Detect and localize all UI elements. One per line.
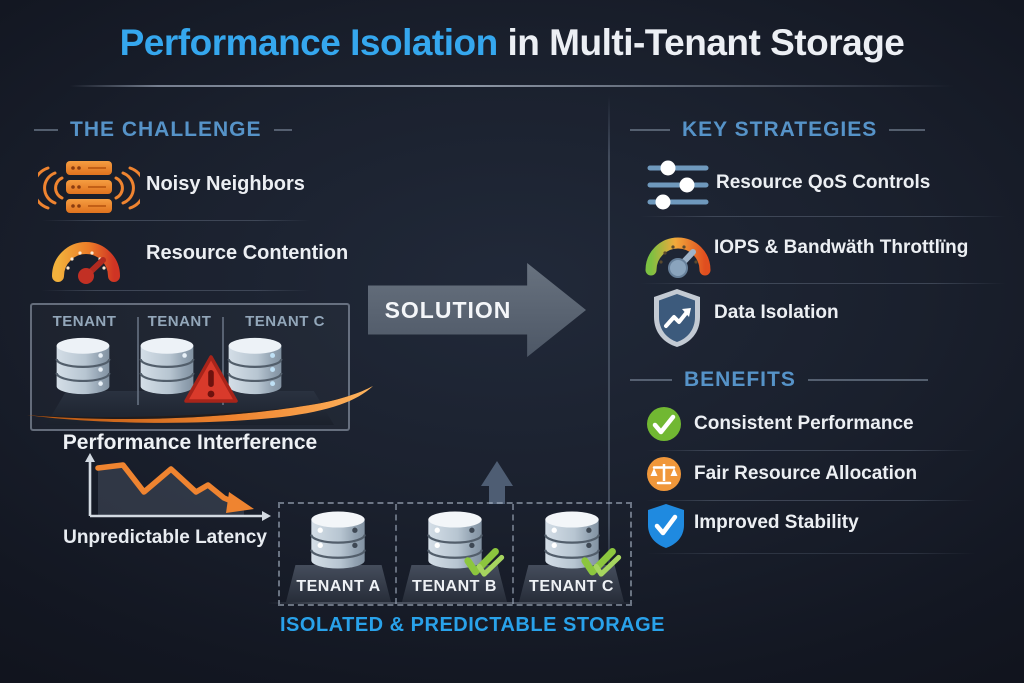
column-divider: [137, 317, 139, 405]
benefit-item-label: Fair Resource Allocation: [694, 463, 918, 484]
separator: [646, 500, 976, 501]
strategy-item-label: Data Isolation: [714, 302, 839, 323]
dash-left: [630, 129, 670, 131]
challenge-item-label: Noisy Neighbors: [146, 173, 305, 195]
noisy-server-icon: [38, 161, 140, 213]
strategy-item-label: Resource QoS Controls: [716, 172, 931, 193]
dash-right: [807, 379, 928, 381]
green-check-icon: [464, 547, 505, 577]
tenant-interference-box: TENANT TENANT TENANT C: [30, 303, 350, 431]
database-icon: [427, 511, 483, 569]
tenant-column-header: TENANT: [147, 313, 212, 330]
up-arrow-icon: [481, 461, 513, 486]
challenge-item-label: Resource Contention: [146, 242, 349, 264]
database-icon: [227, 337, 283, 395]
separator: [646, 450, 976, 451]
title-highlight: Performance Isolation: [119, 22, 499, 63]
separator: [640, 216, 1006, 217]
scales-icon: [647, 457, 681, 491]
dash-right: [273, 129, 292, 131]
declining-line-chart-icon: [85, 453, 271, 521]
database-icon: [310, 511, 366, 569]
dash-left: [630, 379, 672, 381]
floor-line: [268, 602, 636, 604]
speedometer-icon: [645, 237, 711, 278]
separator: [42, 290, 310, 291]
warning-triangle-icon: [184, 355, 238, 403]
strategy-item-label: IOPS & Bandwäth Throttlïng: [714, 237, 969, 258]
benefits-header: BENEFITS: [630, 368, 928, 392]
check-circle-icon: [647, 407, 681, 441]
tenant-label: TENANT A: [296, 577, 381, 595]
tenant-column-header: TENANT C: [245, 313, 325, 330]
solution-label: SOLUTION: [384, 296, 512, 323]
up-arrow-shaft: [489, 485, 505, 504]
challenge-header: THE CHALLENGE: [34, 118, 292, 142]
cell-divider: [512, 504, 514, 604]
benefit-item-label: Consistent Performance: [694, 413, 914, 434]
latency-caption: Unpredictable Latency: [63, 527, 267, 548]
tenant-column-header: TENANT: [52, 313, 117, 330]
benefits-header-label: BENEFITS: [684, 368, 796, 391]
isolated-storage-caption: ISOLATED & PREDICTABLE STORAGE: [280, 614, 666, 636]
interference-caption: Performance Interference: [62, 431, 318, 454]
page-title: Performance Isolation in Multi-Tenant St…: [0, 22, 1024, 64]
shield-check-icon: [648, 504, 684, 548]
shield-chart-icon: [654, 289, 700, 347]
database-icon: [55, 337, 111, 395]
dash-right: [889, 129, 926, 131]
challenge-header-label: THE CHALLENGE: [70, 118, 262, 141]
column-divider: [608, 96, 610, 598]
database-icon: [544, 511, 600, 569]
tenant-pedestal: TENANT A: [286, 565, 391, 602]
dash-left: [34, 129, 58, 131]
separator: [42, 220, 310, 221]
database-icon: [139, 337, 195, 395]
separator: [640, 283, 1006, 284]
gauge-icon: [52, 242, 120, 284]
benefit-item-label: Improved Stability: [694, 512, 859, 533]
interference-swoosh: [27, 386, 373, 423]
title-rest: in Multi-Tenant Storage: [497, 22, 905, 63]
green-check-icon: [581, 547, 622, 577]
cell-divider: [395, 504, 397, 604]
separator: [646, 553, 976, 554]
isolated-storage-box: TENANT A TENANT B TENANT C: [278, 502, 632, 606]
sliders-icon: [647, 160, 709, 210]
column-divider: [222, 317, 224, 405]
title-divider: [70, 85, 954, 87]
tenant-label: TENANT C: [529, 577, 614, 595]
strategies-header-label: KEY STRATEGIES: [682, 118, 878, 141]
tenant-label: TENANT B: [412, 577, 497, 595]
strategies-header: KEY STRATEGIES: [630, 118, 926, 142]
